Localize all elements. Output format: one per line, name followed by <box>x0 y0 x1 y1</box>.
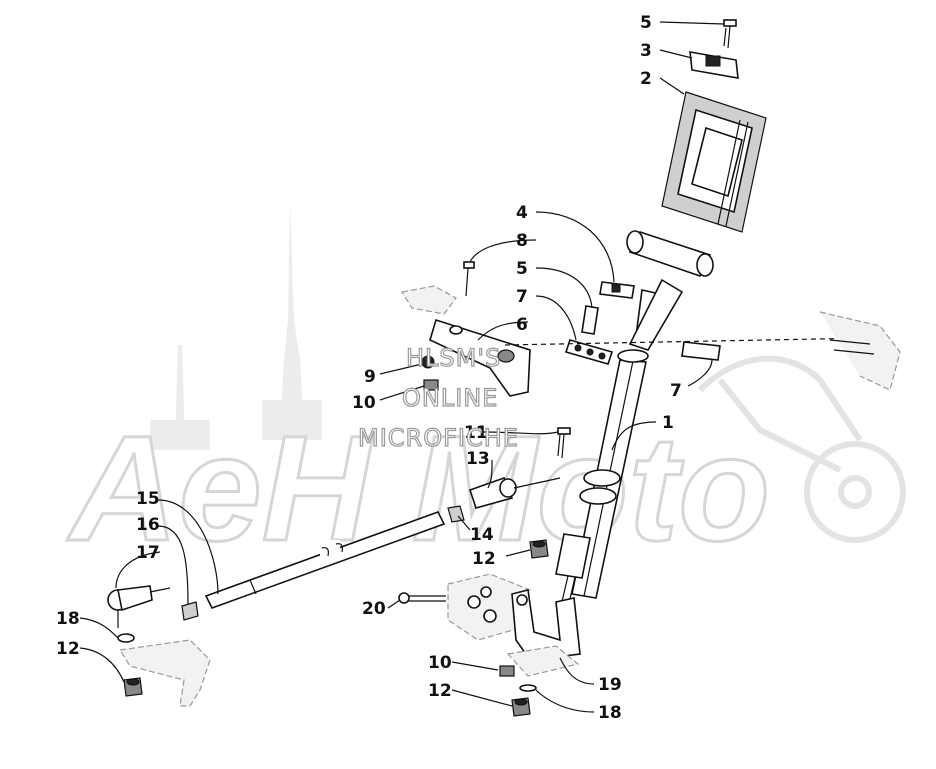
callout-15: 15 <box>136 489 160 509</box>
callout-7-left: 7 <box>516 287 528 307</box>
handlebar-crossbar <box>626 230 714 277</box>
watermark-line-1: HLSM'S <box>406 344 501 372</box>
bolt-8 <box>463 261 475 297</box>
ghost-bracket-left <box>401 285 457 315</box>
callout-8: 8 <box>516 231 528 251</box>
nut-12-mid <box>529 539 549 559</box>
jam-nut-16 <box>181 601 199 621</box>
callout-13: 13 <box>466 449 490 469</box>
callout-10-bottom: 10 <box>428 653 452 673</box>
nut-9 <box>421 355 435 369</box>
callout-6: 6 <box>516 315 528 335</box>
callout-12-mid: 12 <box>472 549 496 569</box>
ghost-spindle-arm <box>119 639 211 707</box>
bolt-mid <box>581 305 599 335</box>
steering-post <box>555 278 684 613</box>
link-plate-right <box>681 341 721 361</box>
washer-18-bottom <box>519 684 537 692</box>
callout-11: 11 <box>464 423 488 443</box>
tie-rod-end-right <box>468 476 561 509</box>
watermark-skyline <box>150 200 322 450</box>
callout-5-top: 5 <box>640 13 652 33</box>
watermark-motorcycle <box>697 355 906 543</box>
watermark-brand: AeH Moto <box>66 404 770 572</box>
clamp-cap-top <box>689 51 739 79</box>
watermark-line-3: MICROFICHE <box>358 424 519 452</box>
callout-4: 4 <box>516 203 528 223</box>
leader-lines <box>79 21 725 713</box>
callout-2: 2 <box>640 69 652 89</box>
callout-19: 19 <box>598 675 622 695</box>
tie-rod <box>204 511 446 609</box>
nut-10-lower <box>499 665 515 677</box>
nut-12-bottom <box>511 697 531 717</box>
callout-20: 20 <box>362 599 386 619</box>
callout-1: 1 <box>662 413 674 433</box>
link-plate-left <box>564 339 614 365</box>
ghost-lower-mount <box>447 573 531 641</box>
callout-12-bottom: 12 <box>428 681 452 701</box>
ghost-frame-right <box>819 311 901 391</box>
nut-12-left <box>123 677 143 697</box>
bolt-11 <box>557 427 571 459</box>
bolt-top <box>723 19 737 49</box>
tie-rod-end-left <box>107 585 171 628</box>
callout-17: 17 <box>136 543 160 563</box>
callout-18-left: 18 <box>56 609 80 629</box>
steering-arm <box>429 318 531 397</box>
link-dash-line <box>504 337 871 346</box>
callout-5-mid: 5 <box>516 259 528 279</box>
callout-12-left: 12 <box>56 639 80 659</box>
clamp-lower <box>599 281 635 299</box>
callout-18-bottom: 18 <box>598 703 622 723</box>
callout-7-right: 7 <box>670 381 682 401</box>
callout-3: 3 <box>640 41 652 61</box>
callout-10-left: 10 <box>352 393 376 413</box>
nut-10-upper <box>423 379 439 391</box>
callout-14: 14 <box>470 525 494 545</box>
washer-18-left <box>117 633 135 643</box>
callout-16: 16 <box>136 515 160 535</box>
watermark-line-2: ONLINE <box>402 384 498 412</box>
lower-bracket <box>506 589 581 677</box>
callout-9: 9 <box>364 367 376 387</box>
handlebar-block <box>661 91 767 233</box>
bolt-20 <box>398 592 446 604</box>
